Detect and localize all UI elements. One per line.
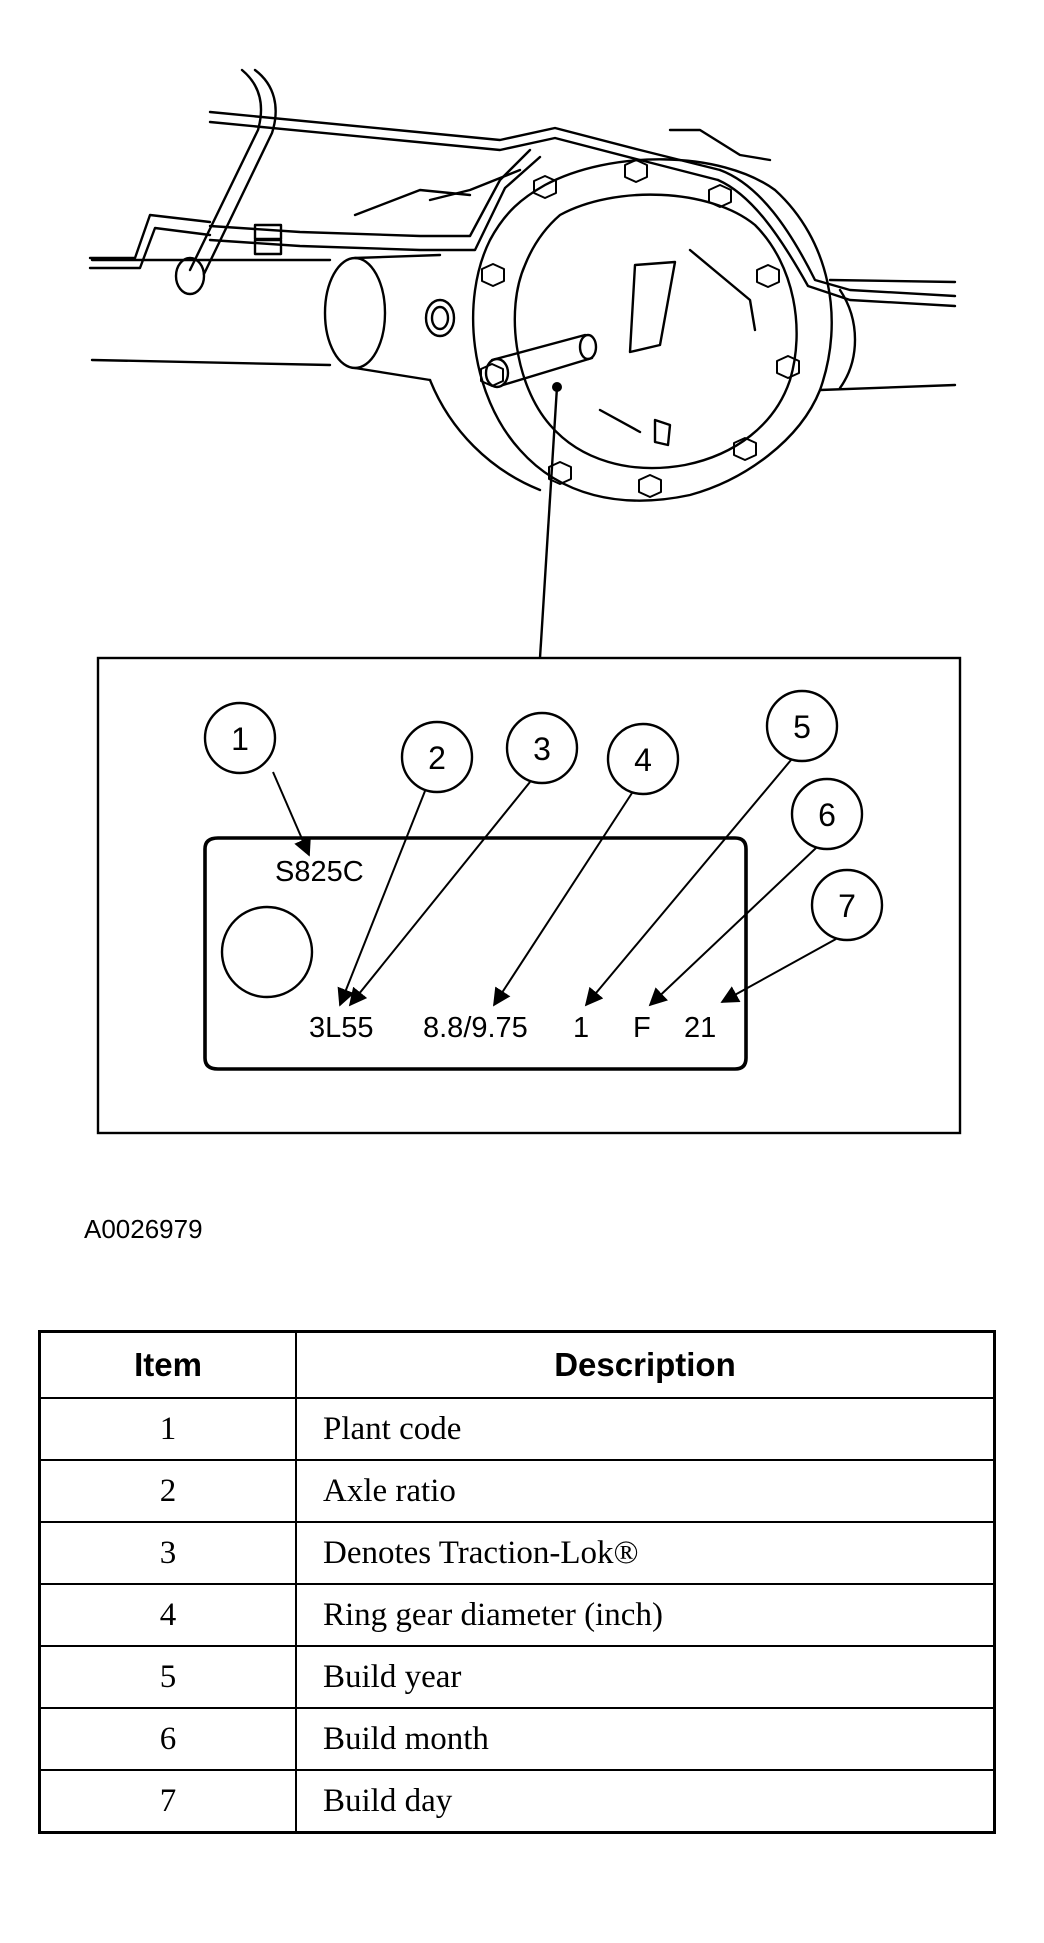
tag-build-day: 21	[684, 1012, 716, 1044]
callout-7-arrow	[720, 938, 837, 1003]
callout-2-label: 2	[428, 740, 446, 776]
tag-leader-line	[538, 386, 559, 659]
callout-7-circle	[810, 868, 884, 942]
callout-6-arrow	[648, 847, 817, 1007]
header-item: Item	[38, 1330, 297, 1399]
callout-2-circle	[400, 720, 474, 794]
row-item: 3	[38, 1521, 297, 1585]
tag-detail-frame	[96, 656, 962, 1135]
callout-1-label: 1	[231, 721, 249, 757]
header-description: Description	[295, 1330, 996, 1399]
legend-header-row: Item Description	[38, 1330, 996, 1399]
table-row: 7 Build day	[38, 1769, 996, 1834]
axle-diagram: S825C 3L55 8.8/9.75 1 F 21 1 2 3 4 5 6 7	[88, 68, 962, 1135]
callout-5-arrow	[584, 759, 792, 1007]
callout-4-circle	[606, 722, 680, 796]
row-item: 7	[38, 1769, 297, 1834]
callout-3-arrow	[348, 781, 531, 1007]
tag-mounting-hole	[220, 905, 314, 999]
table-row: 5 Build year	[38, 1645, 996, 1709]
table-row: 6 Build month	[38, 1707, 996, 1771]
callout-1-arrow	[272, 771, 311, 857]
row-item: 6	[38, 1707, 297, 1771]
tag-build-year: 1	[573, 1012, 589, 1044]
callout-6-label: 6	[818, 797, 836, 833]
callout-5-circle	[765, 689, 839, 763]
table-row: 3 Denotes Traction-Lok®	[38, 1521, 996, 1585]
row-description: Build year	[295, 1645, 996, 1709]
callout-4-label: 4	[634, 742, 652, 778]
table-row: 2 Axle ratio	[38, 1459, 996, 1523]
callout-1-circle	[203, 701, 277, 775]
row-description: Build month	[295, 1707, 996, 1771]
row-description: Denotes Traction-Lok®	[295, 1521, 996, 1585]
id-tag-plate	[203, 836, 748, 1071]
legend-table: Item Description 1 Plant code 2 Axle rat…	[38, 1330, 996, 1834]
row-item: 5	[38, 1645, 297, 1709]
row-item: 1	[38, 1397, 297, 1461]
row-description: Build day	[295, 1769, 996, 1834]
row-item: 2	[38, 1459, 297, 1523]
table-row: 4 Ring gear diameter (inch)	[38, 1583, 996, 1647]
tag-build-month: F	[633, 1012, 651, 1044]
tag-axle-ratio-code: 3L55	[309, 1012, 374, 1044]
callout-4-arrow	[493, 792, 633, 1007]
callout-5-label: 5	[793, 709, 811, 745]
row-description: Ring gear diameter (inch)	[295, 1583, 996, 1647]
figure-id: A0026979	[84, 1214, 203, 1244]
tag-plant-code: S825C	[275, 856, 364, 888]
row-description: Plant code	[295, 1397, 996, 1461]
row-description: Axle ratio	[295, 1459, 996, 1523]
tag-ring-gear: 8.8/9.75	[423, 1012, 528, 1044]
callout-3-circle	[505, 711, 579, 785]
callout-6-circle	[790, 777, 864, 851]
callout-7-label: 7	[838, 888, 856, 924]
callout-3-label: 3	[533, 731, 551, 767]
axle-housing-illustration	[88, 68, 957, 502]
callout-2-arrow	[337, 790, 426, 1007]
table-row: 1 Plant code	[38, 1397, 996, 1461]
row-item: 4	[38, 1583, 297, 1647]
